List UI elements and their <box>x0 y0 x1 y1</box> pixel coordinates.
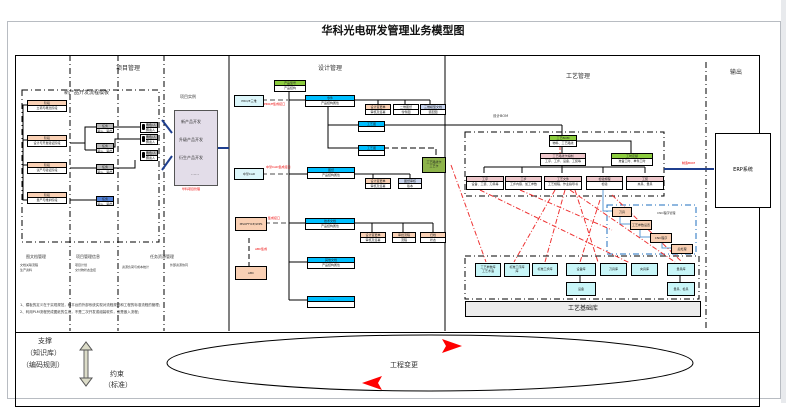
support-label: 支撑 <box>38 337 52 345</box>
diagram-title: 华科光电研发管理业务模型图 <box>321 24 465 37</box>
process-child-box[interactable]: 工艺文件工艺规程、作业指导书 <box>544 176 582 190</box>
support-sub-label: （知识库） <box>26 349 61 357</box>
route-card-box[interactable]: 工艺路线卡 工艺卡 <box>422 157 446 173</box>
person-icon <box>142 136 145 142</box>
library-box[interactable]: 夹具库 <box>631 263 658 276</box>
constraint-label: 约束 <box>110 370 124 378</box>
note-line: 1、模板的定义在于实现规范，和平台的外部系统实现对流程规范和工程的标准流程的管理… <box>20 303 163 307</box>
role-box[interactable]: 角色/人员负责人 <box>140 134 158 145</box>
library-box[interactable]: 标准工序库 库 <box>504 263 530 277</box>
library-box[interactable]: 设备库 <box>566 263 596 276</box>
phase-box[interactable]: 阶段设计与开发验证阶段 <box>27 135 67 147</box>
section-title-output: 输出 <box>730 69 743 76</box>
library-sub-box[interactable]: 量具、检具 <box>667 282 695 296</box>
task-box[interactable]: 任务输入、输出 <box>96 123 114 133</box>
abc-link-label: ABC集成 <box>255 247 268 251</box>
doc-box[interactable]: 设计变更单审核及签署 <box>360 232 386 243</box>
part-box[interactable]: 技术文档产品结构属性 <box>305 218 355 230</box>
person-icon <box>142 152 145 158</box>
section-title-project: 项目管理 <box>116 65 141 72</box>
process-base-library[interactable]: 工艺基础库 <box>465 301 701 317</box>
phase-box[interactable]: 阶段试产与验证阶段 <box>27 162 67 174</box>
constraint-sub-label: （标准） <box>104 381 132 389</box>
process-route-box[interactable]: 工艺路线卡编制工序、工步、设备、工装等 <box>540 153 586 166</box>
instance-title: 项目实例 <box>180 94 196 99</box>
phase-box[interactable]: 阶段立项与概念阶段 <box>27 100 67 112</box>
wps-link-label: 集成接口 <box>268 216 281 220</box>
info-col-title: 任务资源管理 <box>150 254 174 259</box>
part-box[interactable]: 其他文档产品结构属性 <box>307 257 355 269</box>
diagram-frame <box>7 21 781 399</box>
info-col-item: 资源负荷与成本统计 <box>122 265 150 269</box>
info-col-item: 项目计划 <box>75 263 88 267</box>
library-box[interactable]: 刀具库 <box>600 263 627 276</box>
section-title-process: 工艺管理 <box>566 73 591 80</box>
doc-box[interactable]: 设计变更单审核及签署 <box>365 178 391 189</box>
support-sub-label: （编码规则） <box>22 361 64 369</box>
scrollbar[interactable] <box>781 0 786 403</box>
info-col-item: 交付物状态监控 <box>75 268 97 272</box>
instance-item[interactable]: 新产品开发 <box>181 119 201 124</box>
erp-link-label: 制造BOM <box>682 161 695 165</box>
template-title: 新产品开发流程模板 <box>64 90 110 96</box>
proe-link-label: PRO/E集成接口 <box>264 102 286 106</box>
instance-item[interactable]: 升级产品开发 <box>179 137 203 142</box>
process-child-box[interactable]: 检验规程检验 <box>586 176 623 190</box>
doc-box[interactable]: 审批流程流程 <box>392 232 416 243</box>
part-box[interactable]: …… <box>307 296 355 308</box>
task-box[interactable]: 任务输入、输出 <box>96 196 114 206</box>
process-child-box[interactable]: 工装夹具、量具 <box>626 176 664 190</box>
info-col-item: 生产资料 <box>20 268 33 272</box>
engineering-change-label: 工程变更 <box>390 361 418 369</box>
doc-box[interactable]: 二维图纸零件图 <box>393 104 419 115</box>
note-line: 2、利用PLM流程完成图纸的生成，不是二次开发或组装软件，而是嵌入流程； <box>20 310 142 314</box>
bom-label: 设计BOM <box>493 114 509 118</box>
erp-system-box[interactable]: ERP系统 <box>715 133 771 208</box>
process-drawing-box[interactable]: 工艺图 <box>358 145 385 156</box>
section-title-design: 设计管理 <box>318 65 343 72</box>
proe-box[interactable]: PRO/E三维 <box>234 95 264 107</box>
doc-box[interactable]: 三维模型文档装配图 <box>420 104 446 115</box>
product-model-box[interactable]: 产品型号产品结构 <box>274 80 306 92</box>
phase-box[interactable]: 阶段量产与维护阶段 <box>27 192 67 204</box>
process-child-box[interactable]: 工序设备、工装、刀具等 <box>466 176 504 190</box>
process-child-box[interactable]: 工步工步内容、加工参数 <box>505 176 542 190</box>
person-icon <box>142 124 145 130</box>
cad-link-label: 中望CAD集成接口 <box>266 165 291 169</box>
doc-box[interactable]: 设计变更单审核及签署 <box>365 104 391 115</box>
library-box[interactable]: 标准工步库 <box>532 263 558 276</box>
wps-box[interactable]: MSOFFICE/WPS <box>235 217 267 231</box>
instance-item[interactable]: 衍生产品开发 <box>179 155 203 160</box>
process-drawing-box[interactable]: 工艺图 <box>358 121 385 132</box>
cad-box[interactable]: 中望CAD <box>234 168 264 180</box>
instance-note: 华科项目管理 <box>182 187 201 191</box>
doc-box[interactable]: 图纸审核版本 <box>398 178 422 189</box>
info-col-title: 项目管理信息 <box>76 254 100 259</box>
task-box[interactable]: 任务输入、输出 <box>96 143 114 153</box>
cnc-step[interactable]: 刀具 <box>612 207 632 217</box>
role-box[interactable]: 角色/人员负责人 <box>140 122 158 133</box>
task-box[interactable]: 任务输入、输出 <box>96 164 114 174</box>
doc-box[interactable]: 归档状态 <box>420 232 446 243</box>
info-col-item: 外部资源协同 <box>170 263 189 267</box>
cnc-step[interactable]: 工艺参数设置 <box>630 220 652 230</box>
cnc-step[interactable]: CNC程序 <box>650 233 672 243</box>
cnc-title: CNC程序管理 <box>657 211 676 215</box>
part-box[interactable]: 图纸产品结构属性 <box>307 167 355 179</box>
library-sub-box[interactable]: 设备 <box>566 282 596 296</box>
instance-item: …… <box>191 171 199 176</box>
cnc-step[interactable]: 后处理 <box>671 244 693 254</box>
instance-box[interactable]: 新产品开发 升级产品开发 衍生产品开发 …… <box>174 110 218 186</box>
labor-hours-box[interactable]: 工时定额准备工时、单件工时 <box>611 153 653 166</box>
library-box[interactable]: 工艺参数库 工艺术语 <box>475 263 501 277</box>
info-col-title: 图文档管理 <box>26 254 46 259</box>
role-box[interactable]: 角色/人员负责人 <box>140 150 158 161</box>
part-box[interactable]: 零件产品结构属性 <box>305 95 355 107</box>
abc-box[interactable]: ABC <box>235 266 267 280</box>
info-col-item: 文档关联流程 <box>20 263 39 267</box>
library-box[interactable]: 量具库 <box>667 263 695 276</box>
